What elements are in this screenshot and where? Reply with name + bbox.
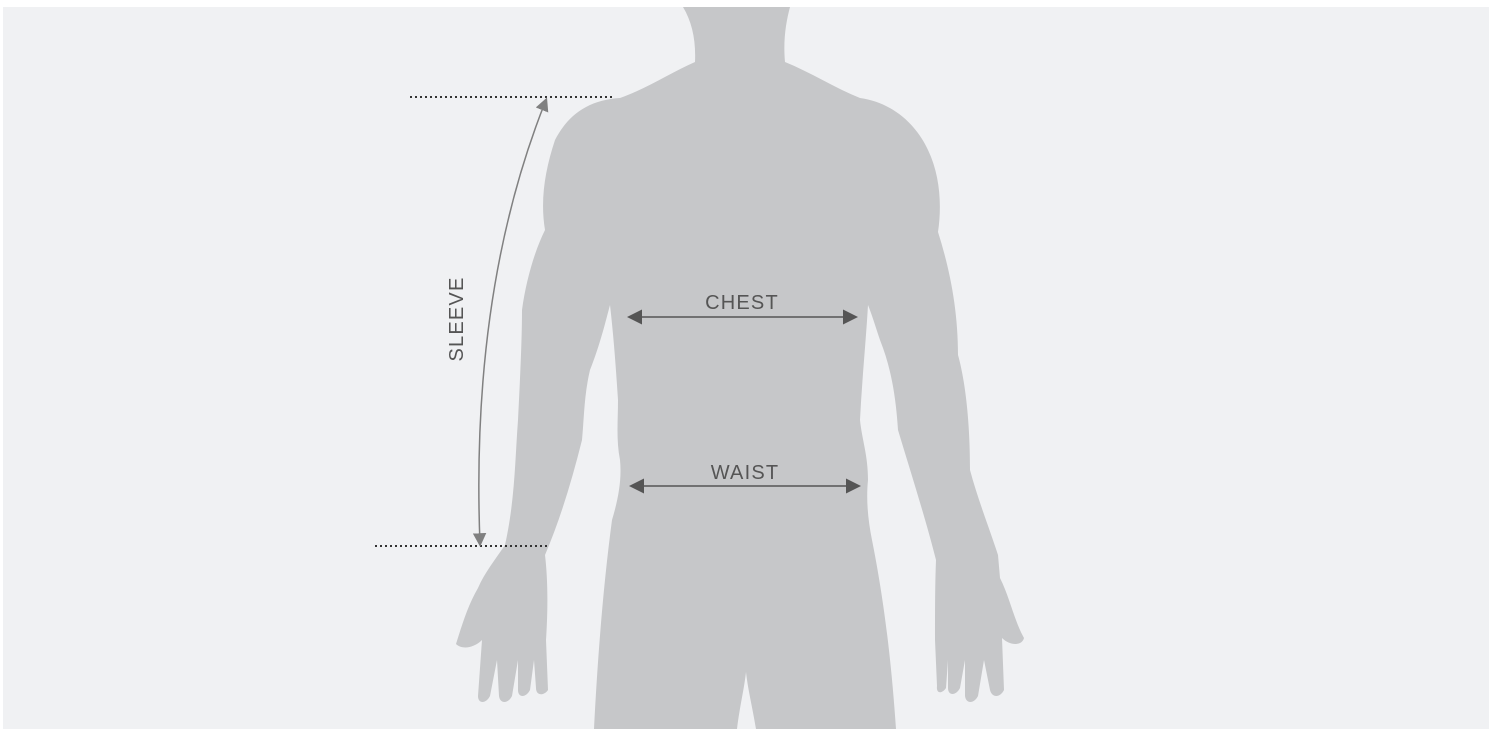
- waist-label: WAIST: [711, 462, 780, 484]
- sleeve-label: SLEEVE: [446, 276, 468, 361]
- chest-label: CHEST: [705, 292, 779, 314]
